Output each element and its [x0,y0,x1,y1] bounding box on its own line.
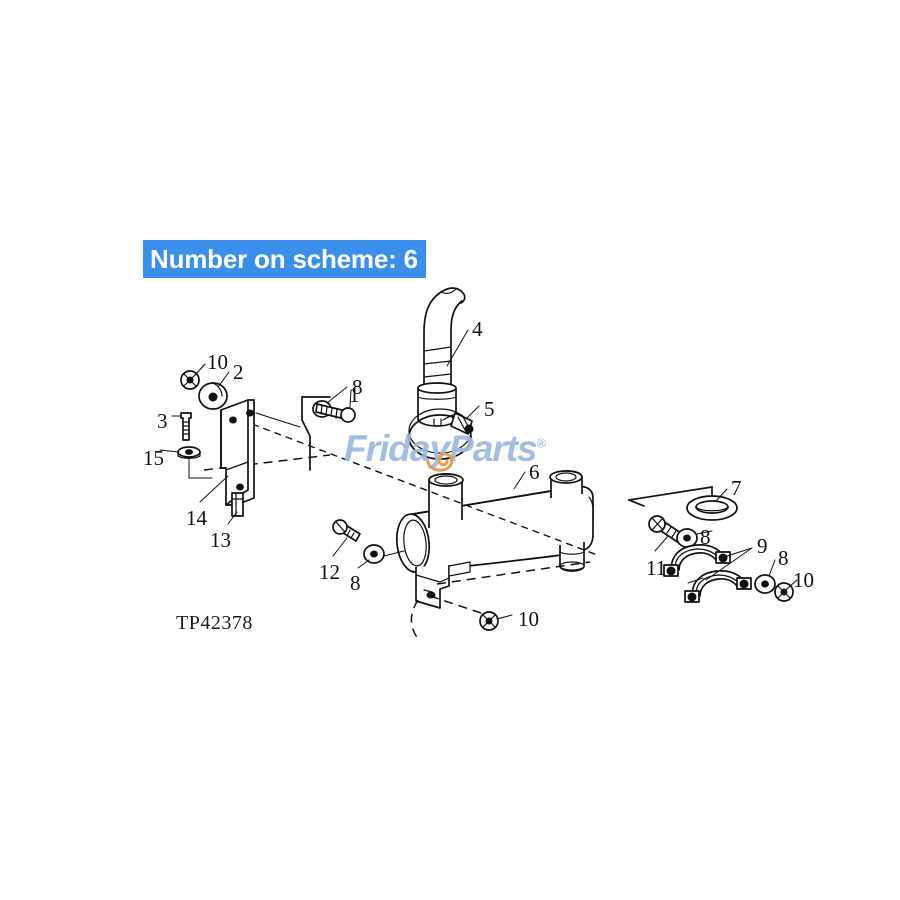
callout-1: 1 [349,383,360,407]
registered-mark-icon: ® [536,435,547,451]
callout-10b: 10 [518,607,539,631]
callout-4: 4 [472,317,483,341]
part-14-support-bracket [199,399,301,506]
part-8d-washer [754,559,776,594]
callout-12: 12 [319,560,340,584]
callout-8d: 8 [778,546,789,570]
drawing-part-number: TP42378 [176,612,253,634]
part-7-gasket-ring [686,488,738,521]
part-1-cap-screw [315,389,356,423]
callout-9: 9 [757,534,768,558]
callout-11: 11 [646,556,667,580]
watermark-text: FridayParts [344,428,538,469]
part-10c-lock-nut [774,579,798,602]
part-15-washer [159,446,213,479]
part-6-exhaust-manifold [395,470,594,609]
part-10b-lock-nut [479,611,513,631]
scheme-number-banner: Number on scheme: 6 [143,240,426,278]
part-3-stud-bolt [171,412,192,441]
part-5-hose-clamp [408,405,480,460]
callout-8a: 8 [352,375,363,399]
callout-14: 14 [186,506,207,530]
callout-2: 2 [233,360,244,384]
fridayparts-watermark: FridayParts® [344,428,546,470]
part-13-roll-pin [227,492,244,525]
callout-5: 5 [484,397,495,421]
callout-6: 6 [529,460,540,484]
callout-10a: 10 [207,350,228,374]
callout-15: 15 [143,446,164,470]
callout-7: 7 [731,476,742,500]
callout-10c: 10 [793,568,814,592]
callout-13: 13 [210,528,231,552]
part-8c-washer [676,528,713,548]
callout-8c: 8 [700,525,711,549]
part-2-spacer-washer [198,371,230,410]
callout-3: 3 [157,409,168,433]
part-12-cap-screw [332,519,361,557]
part-8b-washer [357,544,405,569]
part-9-clamp-halves [663,544,753,603]
part-4-exhaust-stack-pipe [417,287,469,427]
callout-8b: 8 [350,571,361,595]
part-10a-lock-nut [180,363,206,390]
